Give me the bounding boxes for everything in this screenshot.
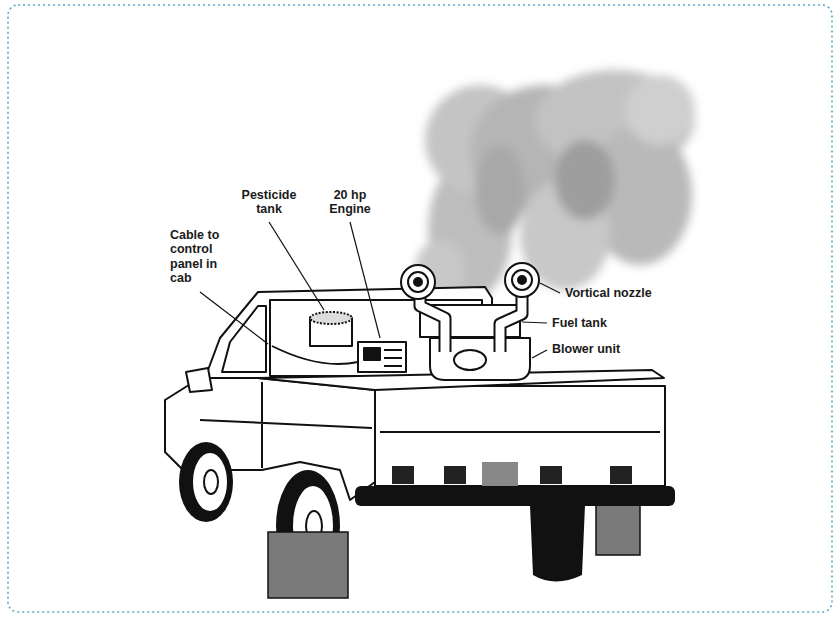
leader-line — [532, 350, 547, 358]
front-wheel-tyre — [179, 442, 233, 522]
blower-pipe — [420, 298, 445, 352]
blower-pipe — [500, 296, 522, 352]
nozzle-core — [414, 278, 422, 286]
side-mirror — [186, 368, 212, 392]
front-wheel-hub — [204, 470, 218, 494]
blower-housing — [454, 350, 486, 370]
smoke-puff — [625, 75, 695, 145]
tail-light — [392, 466, 414, 484]
side-window — [222, 306, 266, 372]
smoke-cloud — [415, 70, 695, 300]
nozzle — [505, 263, 539, 297]
nozzle — [401, 265, 435, 299]
wheels — [179, 442, 348, 598]
part-label: Blower unit — [552, 342, 620, 356]
tail-light — [444, 466, 466, 484]
mud-flap — [596, 505, 640, 555]
part-label: Cable to control panel in cab — [170, 228, 228, 286]
tailgate — [375, 386, 665, 486]
fogger-unit — [272, 263, 539, 380]
nozzle-core — [518, 276, 526, 284]
part-label: Vortical nozzle — [565, 286, 652, 300]
rear-right-wheel — [530, 505, 585, 582]
smoke-shade — [475, 145, 525, 235]
control-cable — [272, 346, 358, 364]
leader-lines — [200, 222, 560, 358]
license-plate — [482, 462, 518, 486]
part-label: Pesticide tank — [236, 188, 302, 217]
tail-light — [610, 466, 632, 484]
engine-fins — [384, 350, 402, 366]
tank-lid — [310, 312, 352, 324]
part-label: Fuel tank — [552, 316, 607, 330]
rear-bumper — [355, 486, 675, 506]
front-wheel-rim — [192, 452, 228, 512]
under-parts — [355, 462, 675, 582]
engine-detail — [364, 348, 380, 360]
engine — [358, 342, 406, 372]
blower-pipe — [420, 298, 445, 352]
part-label: 20 hp Engine — [322, 188, 378, 217]
leader-line — [350, 222, 380, 338]
tailgate-crease — [380, 431, 660, 433]
leader-line — [522, 322, 547, 323]
mud-flap — [268, 532, 348, 598]
nozzle-ring — [512, 270, 532, 290]
leader-line — [200, 292, 268, 344]
leader-line — [269, 222, 324, 310]
tail-light — [540, 466, 562, 484]
smoke-shade — [555, 140, 615, 220]
blower-pipe — [500, 296, 522, 352]
leader-line — [540, 283, 560, 293]
truck-body — [165, 287, 665, 500]
dotted-frame — [8, 5, 832, 612]
nozzle-ring — [408, 272, 428, 292]
